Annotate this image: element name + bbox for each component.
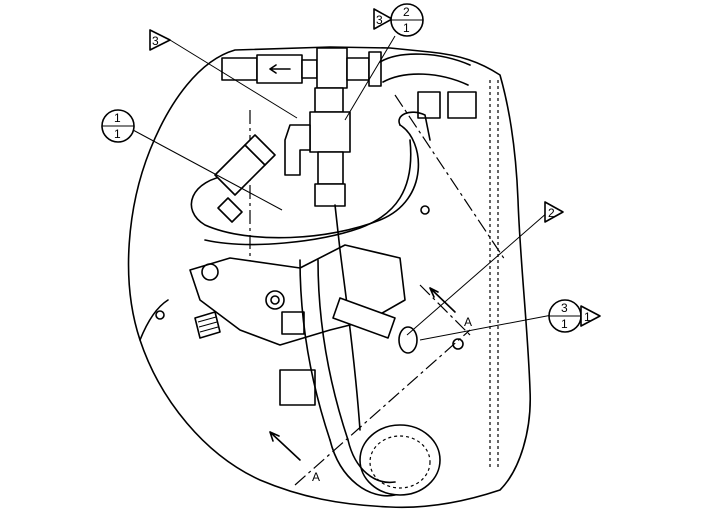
section-a-arrow-bottom	[269, 431, 301, 461]
right-elbow-fitting	[417, 91, 441, 119]
callout-3: 3 1 1	[548, 299, 601, 333]
small-hole-2	[155, 310, 165, 320]
svg-text:1: 1	[114, 111, 121, 125]
top-tee-fitting	[316, 47, 348, 89]
svg-text:3: 3	[376, 13, 383, 27]
svg-text:2: 2	[403, 5, 410, 19]
svg-text:1: 1	[584, 310, 591, 324]
top-fitting-1	[221, 57, 258, 81]
section-a-arrow-top	[429, 287, 456, 313]
right-cylinder	[332, 297, 396, 339]
svg-text:2: 2	[548, 206, 555, 220]
stack-fitting-1	[314, 87, 344, 113]
leader-callout-2	[344, 35, 396, 121]
flag-2: 2	[544, 201, 564, 223]
svg-text:1: 1	[114, 127, 121, 141]
left-plug-thread	[197, 316, 219, 333]
svg-text:3: 3	[561, 301, 568, 315]
svg-text:3: 3	[152, 34, 159, 48]
lower-block	[279, 369, 316, 406]
left-sensor-nut	[244, 134, 276, 166]
section-a-top-label: A	[464, 315, 472, 329]
bottom-hose-loop	[329, 439, 396, 497]
svg-text:1: 1	[403, 21, 410, 35]
right-cap-fitting	[447, 91, 477, 119]
right-hose-down	[398, 111, 431, 141]
centerline-lower	[294, 329, 471, 486]
manifold-port-1	[201, 263, 219, 281]
stack-fitting-2	[309, 111, 351, 153]
callout-1: 1 1	[101, 109, 135, 143]
leader-callout-1	[132, 129, 283, 211]
section-a-bottom-label: A	[312, 470, 320, 484]
flow-arrow-icon	[269, 64, 291, 74]
left-elbow	[284, 124, 311, 176]
housing-left-lobe	[139, 299, 169, 341]
stack-fitting-3	[317, 151, 344, 185]
leader-flag-2	[406, 211, 549, 336]
right-hole	[452, 338, 464, 350]
top-right-hose	[379, 53, 471, 86]
leader-flag-3	[169, 39, 298, 119]
bottom-pocket-outer	[359, 424, 441, 496]
top-fitting-4	[346, 57, 370, 81]
top-fitting-3	[301, 59, 318, 79]
hose-down-left	[299, 259, 349, 441]
callout-2: 3 2 1	[373, 3, 424, 37]
manifold-port-2	[265, 290, 285, 310]
loop-hose-outer	[190, 124, 420, 239]
centerline-a	[419, 284, 471, 336]
loop-hose-inner	[204, 139, 412, 246]
flag-3: 3	[149, 29, 171, 51]
housing-outline	[127, 46, 532, 509]
small-hole-1	[420, 205, 430, 215]
bottom-pocket-inner	[369, 435, 431, 489]
svg-text:1: 1	[561, 317, 568, 331]
left-sensor-tip	[217, 197, 243, 223]
stack-fitting-4	[314, 183, 346, 207]
manifold-port-3	[270, 295, 280, 305]
right-cylinder-end	[398, 326, 418, 354]
centerline-diagonal	[394, 94, 506, 261]
lower-center-fitting	[281, 311, 305, 335]
leader-callout-3	[419, 314, 553, 341]
